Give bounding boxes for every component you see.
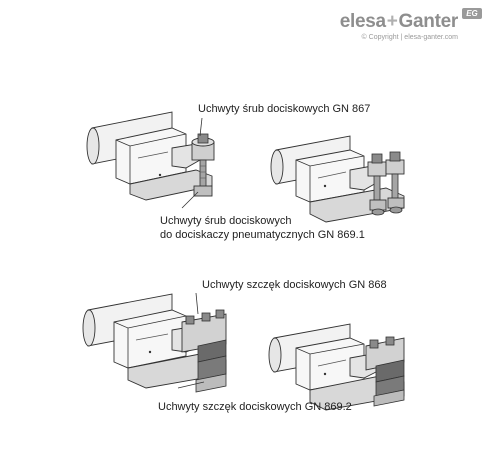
brand-block: elesa+Ganter © Copyright | elesa-ganter.… [339, 11, 459, 42]
label-gn868: Uchwyty szczęk dociskowych GN 868 [202, 279, 387, 291]
brand-logo-ganter: Ganter [398, 11, 459, 32]
leader-gn869-2 [177, 381, 205, 389]
label-gn867: Uchwyty śrub dociskowych GN 867 [198, 103, 371, 115]
brand-copyright: © Copyright | elesa-ganter.com [361, 34, 458, 41]
brand-logo-plus: + [386, 11, 398, 32]
label-gn869-1-line1: Uchwyty śrub dociskowych [160, 215, 292, 227]
clamp-top-right [270, 135, 405, 223]
clamp-top-left [86, 111, 215, 201]
brand-logo-elesa: elesa [339, 11, 386, 32]
label-gn869-2: Uchwyty szczęk dociskowych GN 869.2 [158, 401, 352, 413]
clamp-bottom-left [82, 293, 227, 393]
brand-logo: elesa+Ganter [339, 11, 459, 32]
leader-gn868 [195, 292, 199, 315]
leader-gn867 [199, 117, 203, 137]
label-gn869-1-line2: do dociskaczy pneumatycznych GN 869.1 [160, 229, 365, 241]
leader-gn869-1 [181, 191, 199, 209]
eg-badge-icon: EG [462, 8, 482, 19]
clamp-bottom-right [268, 323, 405, 411]
